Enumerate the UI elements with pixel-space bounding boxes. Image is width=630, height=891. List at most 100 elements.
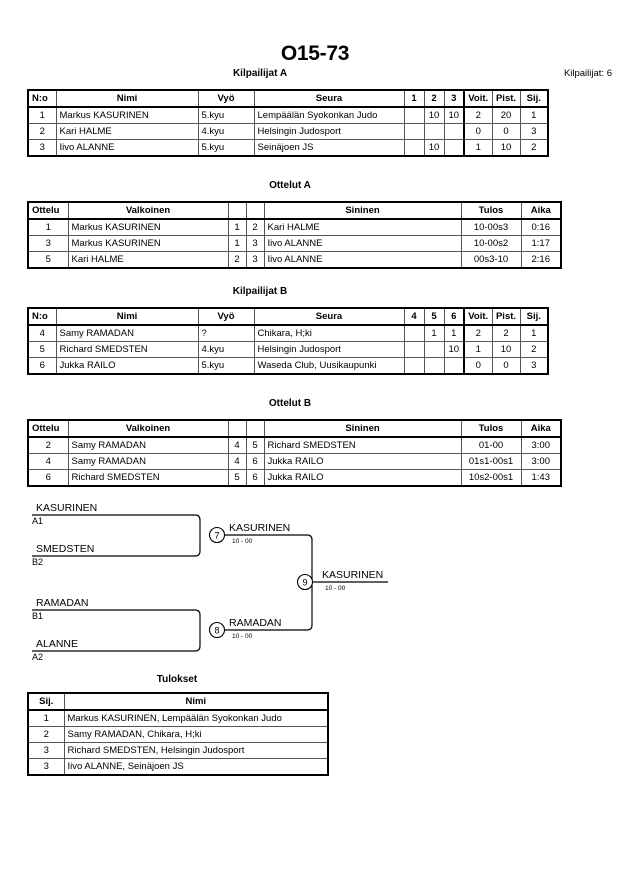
cell-club-text: Helsingin Judosport bbox=[257, 126, 341, 137]
col-match-no: Ottelu bbox=[27, 419, 69, 438]
cell-no: 3 bbox=[27, 139, 57, 157]
cell-time: 3:00 bbox=[520, 453, 562, 470]
table-row: 3 Richard SMEDSTEN, Helsingin Judosport bbox=[27, 742, 329, 759]
cell-points: 20 bbox=[491, 106, 521, 124]
col-points: Pist. bbox=[491, 307, 521, 326]
cell-blue-num: 5 bbox=[245, 436, 265, 454]
cell-wins: 0 bbox=[463, 357, 493, 375]
cell-no: 1 bbox=[27, 106, 57, 124]
page-title: O15-73 bbox=[280, 42, 350, 65]
cell-name: Markus KASURINEN, Lempäälän Syokonkan Ju… bbox=[63, 709, 329, 727]
cell-blue: Richard SMEDSTEN bbox=[263, 436, 462, 454]
col-blue: Sininen bbox=[263, 419, 462, 438]
table-row: 5 Kari HALME 2 3 Iivo ALANNE 00s3-10 2:1… bbox=[27, 251, 562, 269]
cell-club: Seinäjoen JS bbox=[253, 139, 405, 157]
bracket-match-number: 7 bbox=[214, 531, 219, 541]
entrants-count: Kilpailijat: 6 bbox=[563, 68, 612, 79]
cell-match-2: 10 bbox=[423, 139, 445, 157]
section-caption-results: Tulokset bbox=[156, 674, 198, 685]
cell-time: 1:17 bbox=[520, 235, 562, 252]
cell-match-no: 3 bbox=[27, 235, 69, 252]
cell-result: 10-00s2 bbox=[460, 235, 522, 252]
cell-white: Markus KASURINEN bbox=[67, 235, 229, 252]
cell-blue: Iivo ALANNE bbox=[263, 251, 462, 269]
cell-white-num: 1 bbox=[227, 218, 247, 236]
cell-white: Markus KASURINEN bbox=[67, 218, 229, 236]
cell-match-3 bbox=[443, 139, 465, 157]
cell-club-text: Lempäälän Syokonkan Judo bbox=[257, 110, 378, 121]
table-row: 5 Richard SMEDSTEN 4.kyu Helsingin Judos… bbox=[27, 341, 549, 358]
cell-wins: 2 bbox=[463, 106, 493, 124]
pool-b-table: N:o Nimi Vyö Seura 4 5 6 Voit. Pist. Sij… bbox=[27, 307, 549, 375]
bracket-champion-name: KASURINEN bbox=[322, 569, 383, 581]
cell-wins: 1 bbox=[463, 139, 493, 157]
cell-wins: 0 bbox=[463, 123, 493, 140]
bracket-match-number: 8 bbox=[214, 626, 219, 636]
cell-rank: 3 bbox=[27, 758, 65, 776]
bracket-winner-name: KASURINEN bbox=[229, 522, 290, 534]
col-white: Valkoinen bbox=[67, 201, 229, 220]
cell-match-2: 10 bbox=[423, 106, 445, 124]
cell-blue-num: 3 bbox=[245, 251, 265, 269]
col-name: Nimi bbox=[55, 307, 199, 326]
col-belt: Vyö bbox=[197, 307, 255, 326]
col-white-num bbox=[227, 201, 247, 220]
matches-a-table: Ottelu Valkoinen Sininen Tulos Aika 1 Ma… bbox=[27, 201, 562, 269]
cell-match-no: 1 bbox=[27, 218, 69, 236]
col-white: Valkoinen bbox=[67, 419, 229, 438]
cell-points: 0 bbox=[491, 357, 521, 375]
pool-a-header-row: N:o Nimi Vyö Seura 1 2 3 Voit. Pist. Sij… bbox=[27, 89, 549, 108]
cell-rank: 2 bbox=[27, 726, 65, 743]
cell-rank: 1 bbox=[519, 324, 549, 342]
cell-points: 0 bbox=[491, 123, 521, 140]
cell-white-num: 1 bbox=[227, 235, 247, 252]
col-match-5: 5 bbox=[423, 307, 445, 326]
col-rank: Sij. bbox=[27, 692, 65, 711]
table-row: 2 Samy RAMADAN 4 5 Richard SMEDSTEN 01-0… bbox=[27, 436, 562, 454]
bracket-match-node-7 bbox=[208, 526, 226, 544]
bracket-winner-score: 10 - 00 bbox=[232, 633, 253, 640]
cell-match-no: 4 bbox=[27, 453, 69, 470]
col-result: Tulos bbox=[460, 201, 522, 220]
cell-blue-num: 2 bbox=[245, 218, 265, 236]
cell-points: 2 bbox=[491, 324, 521, 342]
cell-no: 2 bbox=[27, 123, 57, 140]
cell-blue-num: 3 bbox=[245, 235, 265, 252]
cell-name: Richard SMEDSTEN bbox=[55, 341, 199, 358]
table-row: 6 Richard SMEDSTEN 5 6 Jukka RAILO 10s2-… bbox=[27, 469, 562, 487]
table-row: 1 Markus KASURINEN, Lempäälän Syokonkan … bbox=[27, 709, 329, 727]
cell-wins: 2 bbox=[463, 324, 493, 342]
table-row: 3 Iivo ALANNE 5.kyu Seinäjoen JS 10 1 10… bbox=[27, 139, 549, 157]
cell-match-1 bbox=[403, 123, 425, 140]
cell-match-no: 6 bbox=[27, 469, 69, 487]
elimination-bracket: KASURINEN A1 SMEDSTEN B2 RAMADAN B1 ALAN… bbox=[0, 495, 630, 670]
cell-match-6: 10 bbox=[443, 341, 465, 358]
matches-a-header-row: Ottelu Valkoinen Sininen Tulos Aika bbox=[27, 201, 562, 220]
table-row: 3 Iivo ALANNE, Seinäjoen JS bbox=[27, 758, 329, 776]
cell-time: 3:00 bbox=[520, 436, 562, 454]
cell-match-6 bbox=[443, 357, 465, 375]
cell-belt: 5.kyu bbox=[197, 139, 255, 157]
cell-name: Iivo ALANNE bbox=[55, 139, 199, 157]
cell-time: 2:16 bbox=[520, 251, 562, 269]
col-club: Seura bbox=[253, 89, 405, 108]
cell-white-num: 4 bbox=[227, 453, 247, 470]
cell-blue-num: 6 bbox=[245, 453, 265, 470]
cell-white: Kari HALME bbox=[67, 251, 229, 269]
col-no: N:o bbox=[27, 89, 57, 108]
table-row: 1 Markus KASURINEN 5.kyu Lempäälän Syoko… bbox=[27, 106, 549, 124]
cell-club: Lempäälän Syokonkan Judo bbox=[253, 106, 405, 124]
table-row: 2 Kari HALME 4.kyu Helsingin Judosport 0… bbox=[27, 123, 549, 140]
cell-match-no: 2 bbox=[27, 436, 69, 454]
bracket-entry-name: RAMADAN bbox=[36, 597, 89, 609]
cell-rank: 2 bbox=[519, 139, 549, 157]
bracket-entry-seed: A1 bbox=[32, 516, 43, 526]
cell-rank: 1 bbox=[519, 106, 549, 124]
cell-belt: 5.kyu bbox=[197, 106, 255, 124]
cell-name: Markus KASURINEN bbox=[55, 106, 199, 124]
matches-b-header-row: Ottelu Valkoinen Sininen Tulos Aika bbox=[27, 419, 562, 438]
cell-white: Samy RAMADAN bbox=[67, 453, 229, 470]
cell-club: Waseda Club, Uusikaupunki bbox=[253, 357, 405, 375]
col-result: Tulos bbox=[460, 419, 522, 438]
cell-belt: 5.kyu bbox=[197, 357, 255, 375]
